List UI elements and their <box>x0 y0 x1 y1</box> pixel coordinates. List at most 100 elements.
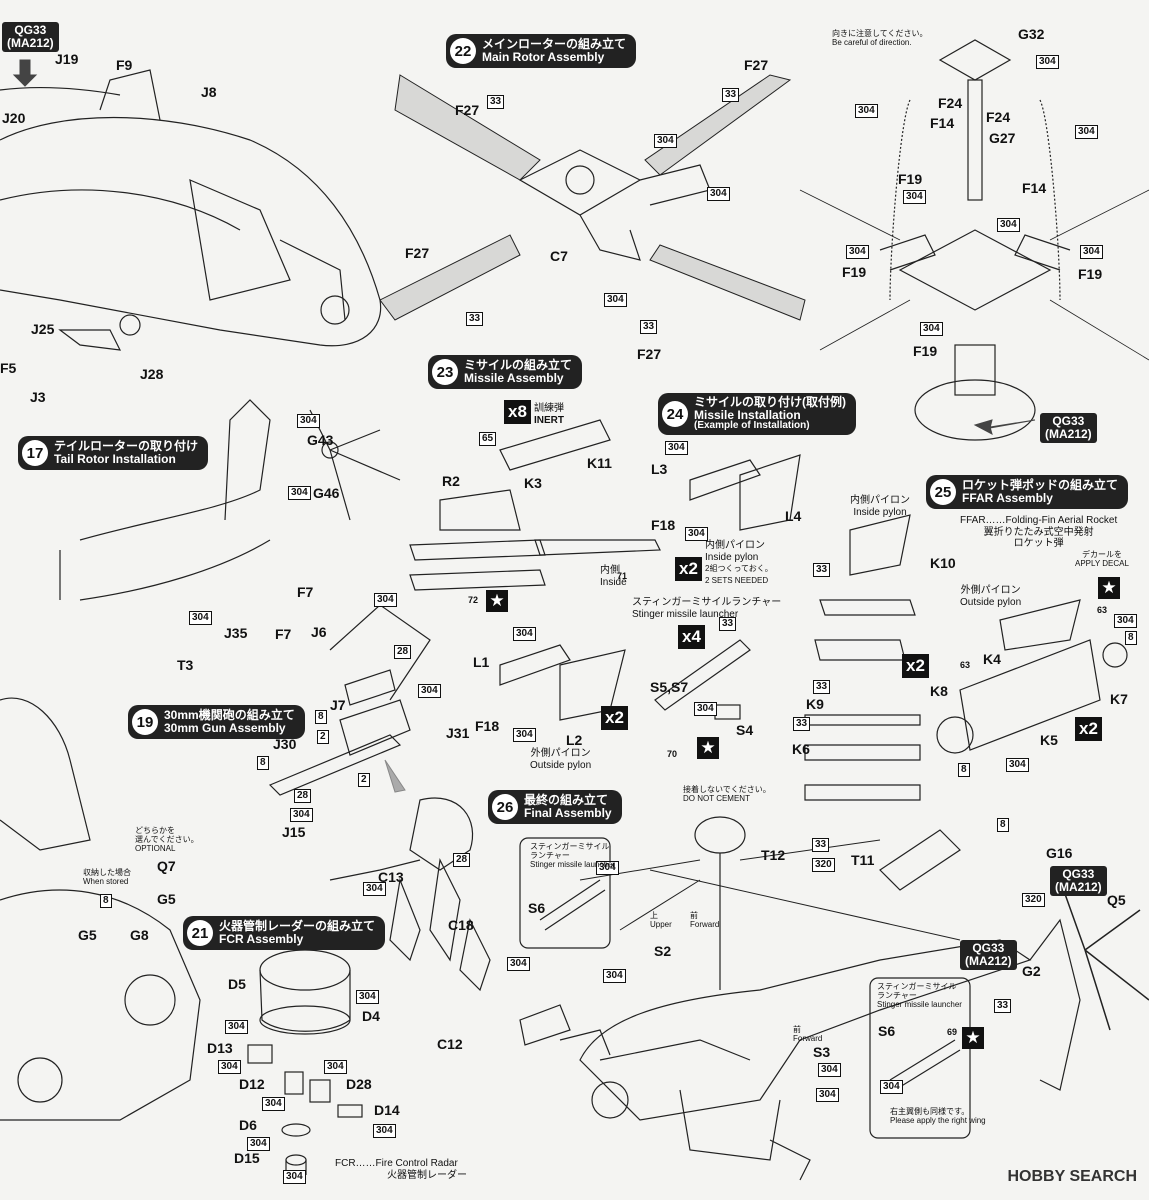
part-label: F27 <box>405 245 430 261</box>
ffar-definition: FFAR……Folding-Fin Aerial Rocket 翼折りたたみ式空… <box>960 515 1117 550</box>
part-label: K9 <box>806 696 824 712</box>
step-number: 23 <box>432 359 458 385</box>
part-label: C7 <box>550 248 568 264</box>
stinger-short-jp2: ランチャー <box>877 990 917 1000</box>
ffar-def: FFAR……Folding-Fin Aerial Rocket <box>960 515 1118 526</box>
optional-jp: どちらかを <box>135 826 175 835</box>
part-code: 304 <box>373 1124 396 1138</box>
part-label: Q5 <box>1107 892 1126 908</box>
part-label: C13 <box>378 869 404 885</box>
two-sets-en: 2 SETS NEEDED <box>705 575 769 585</box>
step-24-header: 24 ミサイルの取り付け(取付例) Missile Installation (… <box>658 393 856 435</box>
part-label: D14 <box>374 1102 400 1118</box>
inside-pylon-en: Inside pylon <box>853 506 907 518</box>
stinger-jp: スティンガーミサイルランチャー <box>632 597 782 608</box>
part-label: F27 <box>637 346 662 362</box>
part-code: 304 <box>665 441 688 455</box>
right-wing-note: 右主翼側も同様です。 Please apply the right wing <box>890 1107 986 1126</box>
qg33-code: QG33 <box>1062 867 1095 881</box>
outside-pylon-jp: 外側パイロン <box>960 585 1021 596</box>
part-code: 304 <box>225 1020 248 1034</box>
step-number: 22 <box>450 38 476 64</box>
part-code: 304 <box>1006 758 1029 772</box>
part-code: 304 <box>290 808 313 822</box>
part-label: D12 <box>239 1076 265 1092</box>
decal-star-icon: ★ <box>962 1027 984 1049</box>
quantity-x2: x2 <box>902 654 929 678</box>
part-label: J25 <box>31 321 55 337</box>
step-22-header: 22 メインローターの組み立て Main Rotor Assembly <box>446 34 637 68</box>
no-cement-jp: 接着しないでください。 <box>683 785 771 794</box>
part-code: 304 <box>880 1080 903 1094</box>
part-code: 304 <box>1036 55 1059 69</box>
stinger-en: Stinger missile launcher <box>530 859 615 869</box>
part-code: 304 <box>513 627 536 641</box>
part-label: K7 <box>1110 691 1128 707</box>
part-code: 33 <box>722 88 740 102</box>
part-label: J28 <box>140 366 164 382</box>
step-number: 25 <box>930 479 956 505</box>
direction-note: 向きに注意してください。 Be careful of direction. <box>832 29 928 48</box>
part-code: 304 <box>262 1097 285 1111</box>
qg33-sub: (MA212) <box>965 954 1012 969</box>
quantity-x2: x2 <box>1075 717 1102 741</box>
apply-decal-note: デカールを APPLY DECAL <box>1075 550 1129 568</box>
part-code-plain: 71 <box>617 571 628 581</box>
step-title-en: Tail Rotor Installation <box>54 452 176 466</box>
step-title-jp: ミサイルの組み立て <box>464 358 573 373</box>
part-code: 2 <box>317 730 329 744</box>
forward-note-2: 前 Forward <box>793 1025 822 1044</box>
step-title-jp: 火器管制レーダーの組み立て <box>219 919 376 934</box>
part-label: G27 <box>989 130 1016 146</box>
step-subtitle: (Example of Installation) <box>694 420 810 432</box>
optional-note: どちらかを 選んでください。 OPTIONAL <box>135 826 199 853</box>
inside-pylon-jp: 内側パイロン <box>850 495 910 506</box>
step-title-en: Final Assembly <box>524 806 612 820</box>
outside-pylon-note-25: 外側パイロン Outside pylon <box>960 585 1021 608</box>
no-cement-en: DO NOT CEMENT <box>683 793 750 803</box>
part-code: 33 <box>793 717 811 731</box>
qg33-sub: (MA212) <box>1055 880 1102 895</box>
part-label: L1 <box>473 654 490 670</box>
part-code: 304 <box>604 293 627 307</box>
part-code-plain: 72 <box>468 595 479 605</box>
part-code: 304 <box>324 1060 347 1074</box>
part-label: G2 <box>1022 963 1041 979</box>
part-code: 8 <box>257 756 269 770</box>
qg33-code: QG33 <box>14 23 47 37</box>
part-label: F14 <box>1022 180 1047 196</box>
part-code: 8 <box>100 894 112 908</box>
forward-note: 前 Forward <box>690 911 719 930</box>
part-label: G5 <box>157 891 176 907</box>
qg33-callout: QG33(MA212) <box>960 940 1017 971</box>
part-label: F18 <box>651 517 676 533</box>
part-code: 304 <box>288 486 311 500</box>
part-label: F18 <box>475 718 500 734</box>
direction-note-en: Be careful of direction. <box>832 37 912 47</box>
step-19-header: 19 30mm機関砲の組み立て 30mm Gun Assembly <box>128 705 305 739</box>
part-label: Q7 <box>157 858 176 874</box>
part-code: 304 <box>363 882 386 896</box>
part-code: 304 <box>283 1170 306 1184</box>
part-label: F24 <box>986 109 1011 125</box>
part-code-plain: 63 <box>960 660 971 670</box>
part-code: 33 <box>994 999 1012 1013</box>
qg33-callout: QG33(MA212) <box>2 22 59 53</box>
part-code-plain: 63 <box>1097 605 1108 615</box>
stinger-callout-note: スティンガーミサイル ランチャー Stinger missile launche… <box>530 842 615 869</box>
part-code: 320 <box>1022 893 1045 907</box>
ffar-jp1: 翼折りたたみ式空中発射 <box>983 526 1094 538</box>
part-code-plain: 70 <box>667 749 678 759</box>
part-code: 304 <box>513 728 536 742</box>
part-label: K10 <box>930 555 956 571</box>
part-label: K5 <box>1040 732 1058 748</box>
qg33-callout: QG33(MA212) <box>1040 413 1097 444</box>
right-wing-en: Please apply the right wing <box>890 1115 986 1125</box>
part-label: D28 <box>346 1076 372 1092</box>
part-code: 304 <box>247 1137 270 1151</box>
part-label: J20 <box>2 110 26 126</box>
two-sets-jp: 2組つくっておく。 <box>705 564 773 573</box>
step-title-jp: テイルローターの取り付け <box>54 439 199 454</box>
part-label: J8 <box>201 84 217 100</box>
step-26-header: 26 最終の組み立て Final Assembly <box>488 790 622 824</box>
